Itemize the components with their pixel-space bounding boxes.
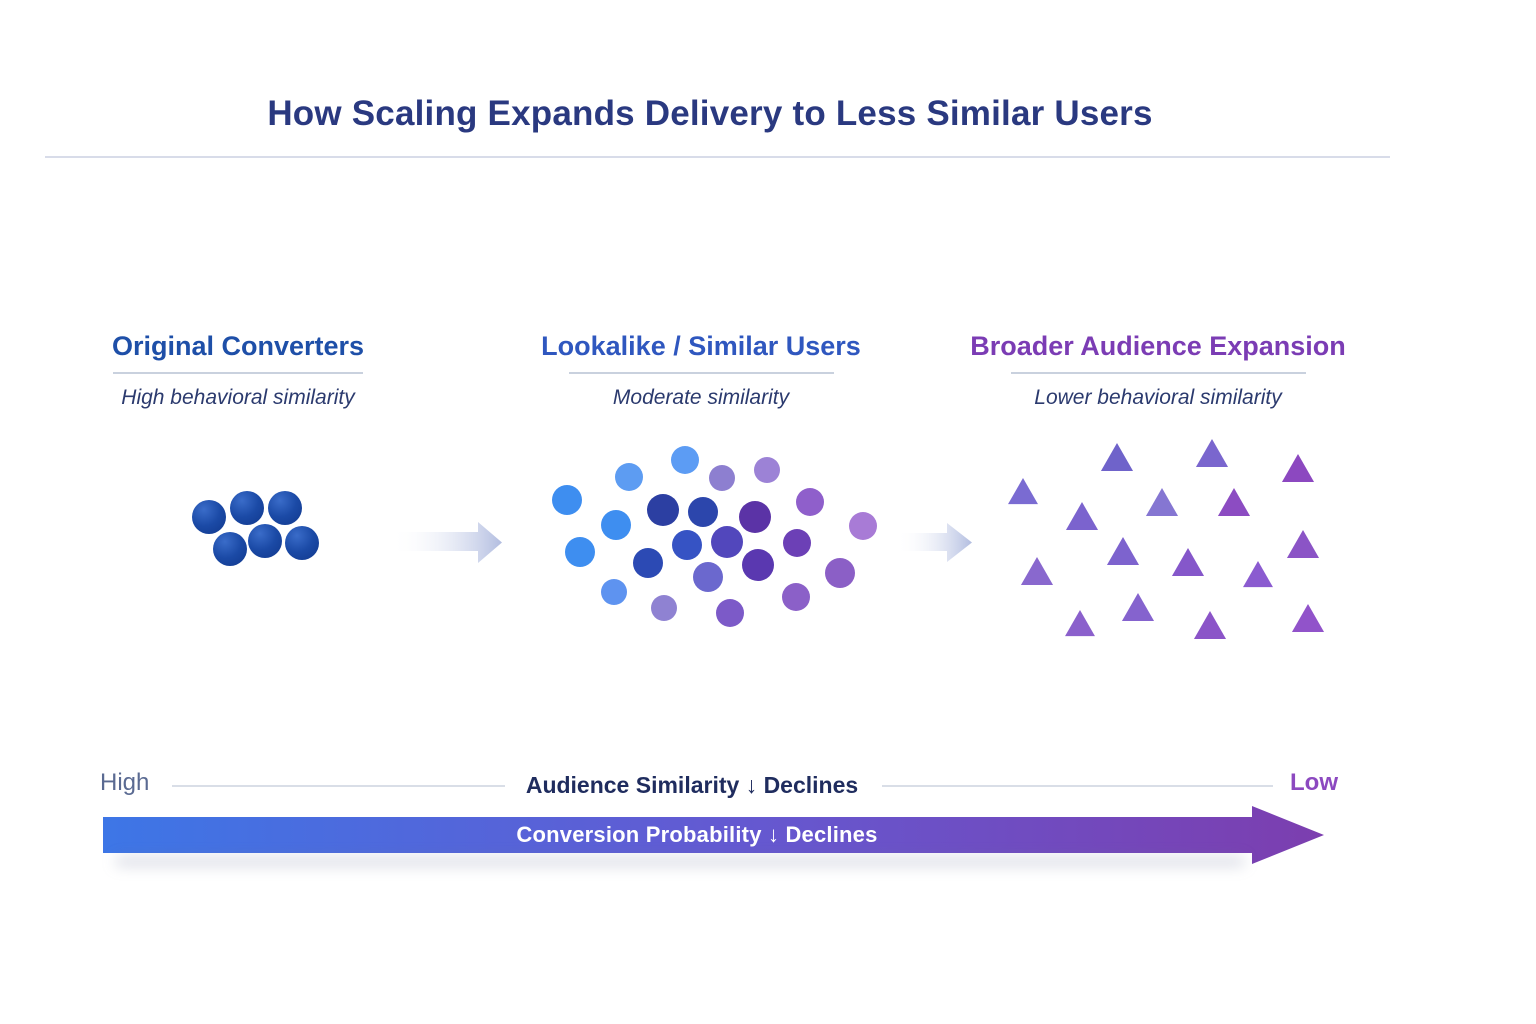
expansion-triangle <box>1020 557 1054 586</box>
lookalike-dot <box>693 562 723 592</box>
title-divider <box>45 156 1390 158</box>
converter-dot <box>230 491 264 525</box>
axis-low-label: Low <box>1290 769 1338 796</box>
column-underline <box>1010 372 1306 374</box>
column-label: Lookalike / Similar Users <box>541 331 861 361</box>
bar-shadow <box>115 857 1245 866</box>
converter-dot <box>248 524 282 558</box>
flow-arrow-2 <box>897 523 972 562</box>
lookalike-dot <box>565 537 595 567</box>
axis-high-label: High <box>100 769 150 796</box>
expansion-triangle <box>1145 488 1179 517</box>
axis-line-right <box>882 785 1273 787</box>
converter-dot <box>285 526 319 560</box>
flow-arrow-1 <box>391 522 502 563</box>
column-underline <box>568 372 834 374</box>
lookalike-dot <box>754 457 780 483</box>
column-label: Broader Audience Expansion <box>970 331 1346 361</box>
lookalike-dot <box>672 530 702 560</box>
column-underline <box>113 372 363 374</box>
lookalike-dot <box>615 463 643 491</box>
expansion-triangle <box>1065 610 1095 637</box>
lookalike-dot <box>601 579 627 605</box>
column-label: Original Converters <box>111 331 365 361</box>
lookalike-dot <box>601 510 631 540</box>
axis-line-left <box>172 785 505 787</box>
lookalike-dot <box>633 548 663 578</box>
column-original-converters: Original Converters High behavioral simi… <box>28 331 448 410</box>
column-subtitle: High behavioral similarity <box>121 386 355 409</box>
lookalike-dot <box>783 529 811 557</box>
lookalike-dot <box>796 488 824 516</box>
expansion-triangle <box>1243 561 1273 588</box>
lookalike-dot <box>671 446 699 474</box>
audience-clusters <box>192 439 1325 640</box>
lookalike-dot <box>709 465 735 491</box>
lookalike-dot <box>742 549 774 581</box>
expansion-triangle <box>1065 502 1099 531</box>
audience-similarity-label: Audience Similarity ↓ Declines <box>525 772 859 798</box>
lookalike-dot <box>552 485 582 515</box>
page-title: How Scaling Expands Delivery to Less Sim… <box>267 94 1153 133</box>
expansion-triangle <box>1217 488 1251 517</box>
lookalike-dot <box>688 497 718 527</box>
lookalike-dot <box>825 558 855 588</box>
expansion-triangle <box>1286 530 1320 559</box>
expansion-triangle <box>1106 537 1140 566</box>
converter-dot <box>192 500 226 534</box>
column-subtitle: Lower behavioral similarity <box>1034 386 1282 409</box>
converter-dot <box>213 532 247 566</box>
expansion-triangle <box>1008 478 1038 505</box>
column-lookalike-users: Lookalike / Similar Users Moderate simil… <box>491 331 911 410</box>
expansion-triangle <box>1195 439 1229 468</box>
converter-dot <box>268 491 302 525</box>
lookalike-dot <box>651 595 677 621</box>
expansion-triangle <box>1171 548 1205 577</box>
lookalike-dot <box>849 512 877 540</box>
lookalike-dot <box>716 599 744 627</box>
expansion-triangle <box>1193 611 1227 640</box>
expansion-triangle <box>1291 604 1325 633</box>
expansion-triangle <box>1121 593 1155 622</box>
lookalike-dot <box>647 494 679 526</box>
conversion-probability-label: Conversion Probability ↓ Declines <box>516 822 878 847</box>
column-subtitle: Moderate similarity <box>612 386 790 409</box>
column-broader-audience: Broader Audience Expansion Lower behavio… <box>948 331 1368 410</box>
conversion-gradient-arrow <box>103 806 1324 864</box>
lookalike-dot <box>739 501 771 533</box>
expansion-triangle <box>1100 443 1134 472</box>
lookalike-dot <box>782 583 810 611</box>
expansion-triangle <box>1281 454 1315 483</box>
lookalike-dot <box>711 526 743 558</box>
